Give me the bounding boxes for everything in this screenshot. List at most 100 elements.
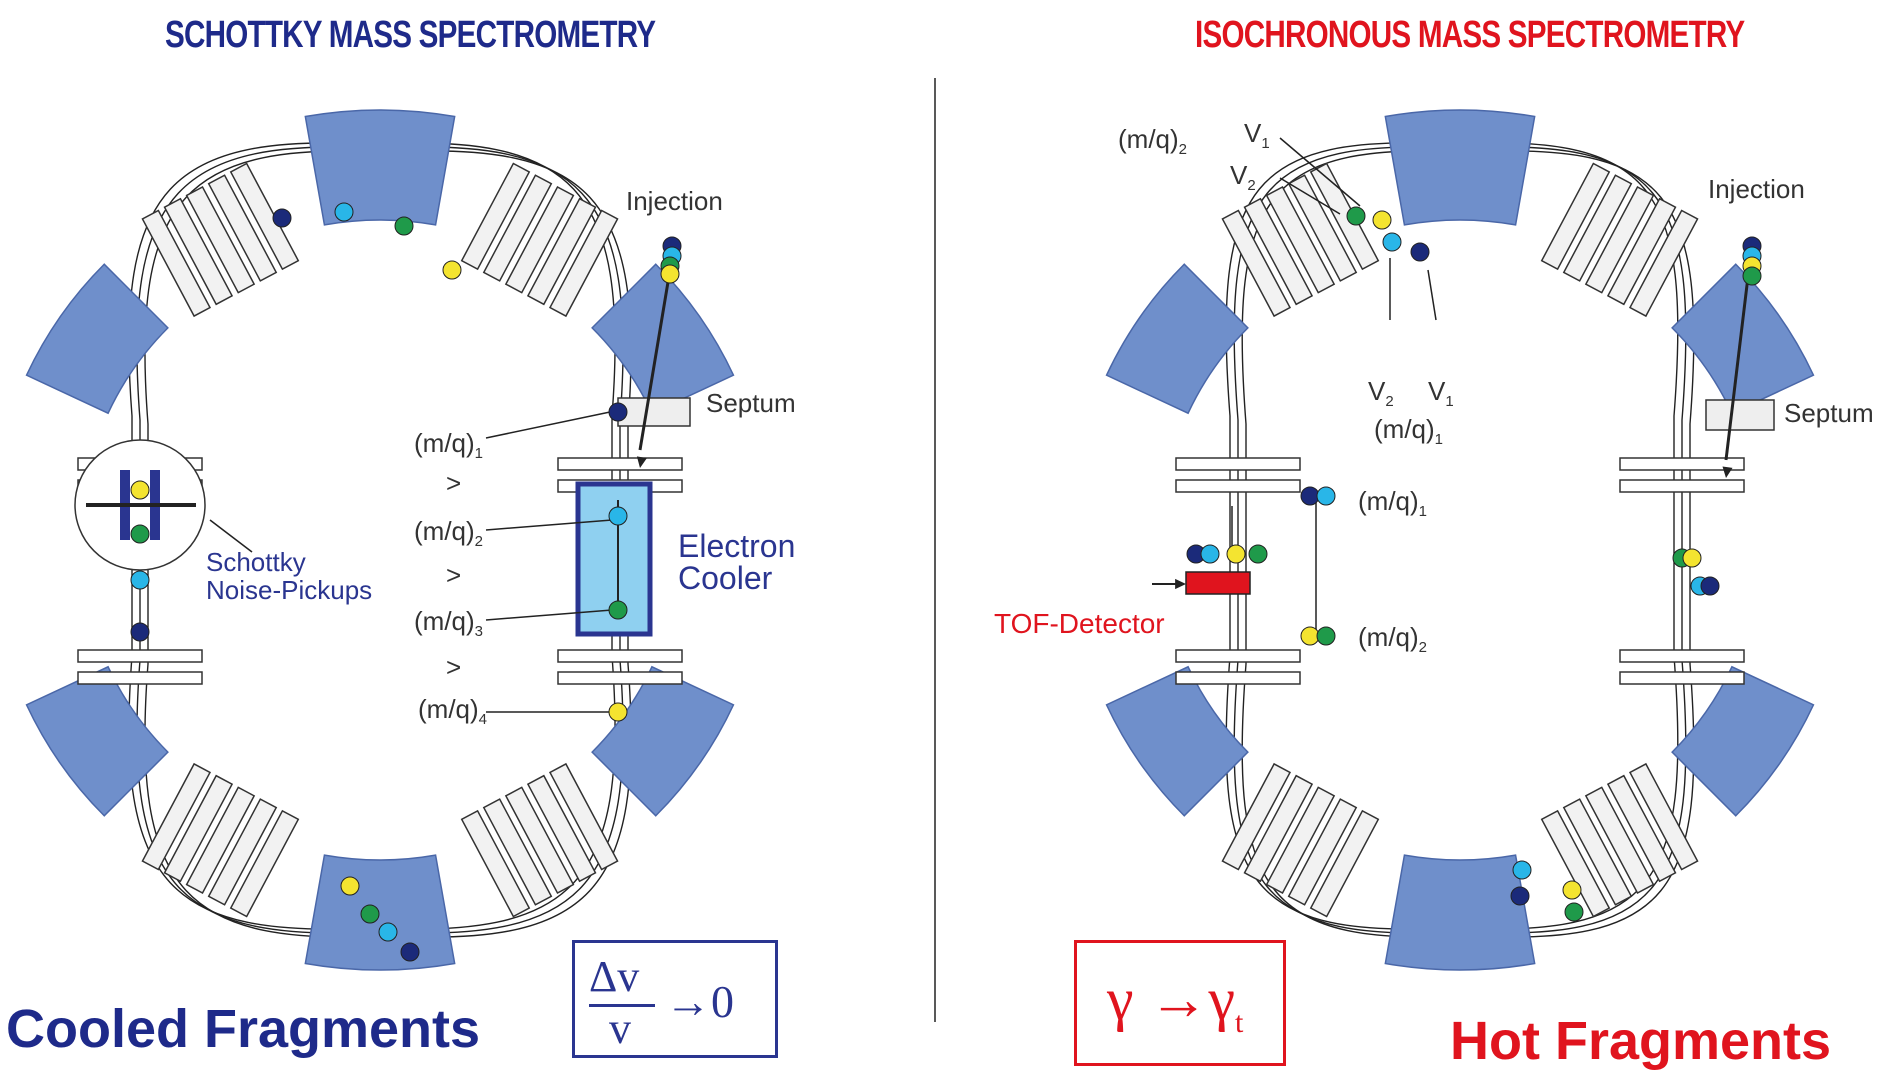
dipole-magnet: [25, 263, 169, 415]
dipole-magnet: [1105, 263, 1249, 415]
dipole-magnet: [591, 263, 735, 415]
septum: [1705, 399, 1775, 431]
ion: [360, 904, 380, 924]
dipole-magnet: [1384, 109, 1536, 226]
mq2-pointer: [485, 519, 613, 531]
ion: [394, 216, 414, 236]
tof-detector-label: TOF-Detector: [994, 608, 1165, 639]
quadrupole-plate: [1243, 197, 1314, 306]
tof-detector: [1185, 571, 1251, 595]
left-mq3-label: (m/q)3: [414, 606, 484, 641]
straight-magnet: [557, 671, 683, 685]
quadrupole-plate: [1309, 809, 1380, 918]
ion: [1372, 210, 1392, 230]
v2-pointer: [1279, 177, 1341, 215]
septum: [617, 397, 691, 427]
quadrupole-plate: [1540, 809, 1611, 918]
straight-magnet: [557, 649, 683, 663]
ion: [1200, 544, 1220, 564]
mq1-pointer: [485, 411, 611, 439]
dipole-magnet: [1671, 263, 1815, 415]
quadrupole-magnet: [1540, 162, 1699, 318]
ion: [442, 260, 462, 280]
straight-magnet: [1175, 479, 1301, 493]
right-mq1-mid-label: (m/q)1: [1358, 486, 1428, 521]
straight-magnet: [1619, 457, 1745, 471]
quadrupole-plate: [163, 774, 234, 883]
ion: [608, 506, 628, 526]
orbit-line: [1233, 146, 1687, 934]
quadrupole-plate: [526, 197, 597, 306]
right-v1-top-label: V1: [1244, 118, 1270, 153]
ion: [1512, 860, 1532, 880]
ion: [340, 876, 360, 896]
dipole-magnet: [591, 665, 735, 817]
straight-magnet: [1619, 649, 1745, 663]
right-mq2-mid-label: (m/q)2: [1358, 622, 1428, 657]
quadrupole-magnet: [1221, 162, 1380, 318]
left-septum-label: Septum: [706, 388, 796, 418]
ion: [334, 202, 354, 222]
ion: [1346, 206, 1366, 226]
quadrupole-plate: [207, 798, 278, 906]
ion: [1562, 880, 1582, 900]
ion: [608, 600, 628, 620]
ion: [660, 264, 680, 284]
quadrupole-plate: [1221, 762, 1292, 871]
right-mq1-bot-label: (m/q)1: [1374, 414, 1444, 449]
ion: [378, 922, 398, 942]
left-injection-label: Injection: [626, 186, 723, 216]
straight-magnet: [77, 649, 203, 663]
quadrupole-magnet: [460, 762, 619, 918]
quadrupole-plate: [163, 197, 234, 306]
quadrupole-plate: [1221, 209, 1292, 318]
quadrupole-plate: [229, 809, 300, 918]
straight-magnet: [1175, 671, 1301, 685]
quadrupole-magnet: [1221, 762, 1380, 918]
quadrupole-plate: [1584, 185, 1655, 294]
quadrupole-plate: [548, 762, 619, 871]
injection-arrow: [638, 269, 672, 451]
orbit-line: [144, 150, 632, 938]
straight-magnet: [557, 457, 683, 471]
tof-arrowhead: [1175, 578, 1186, 590]
right-mq2-top-label: (m/q)2: [1118, 124, 1188, 159]
quadrupole-plate: [548, 209, 619, 318]
quadrupole-plate: [1265, 185, 1336, 294]
quadrupole-plate: [504, 185, 575, 294]
right-septum-label: Septum: [1784, 398, 1874, 428]
ion: [608, 402, 628, 422]
quadrupole-plate: [1540, 162, 1611, 271]
ion: [1410, 242, 1430, 262]
ion: [1248, 544, 1268, 564]
quadrupole-plate: [185, 786, 256, 895]
ion: [608, 702, 628, 722]
v1-pointer: [1279, 137, 1361, 207]
electron-cooler-label: Electron Cooler: [678, 528, 796, 596]
injection-arrowhead: [1722, 466, 1733, 478]
dipole-magnet: [1671, 665, 1815, 817]
quadrupole-plate: [1562, 174, 1633, 282]
schottky-pickups-label: Schottky Noise-Pickups: [206, 547, 373, 605]
straight-magnet: [1619, 479, 1745, 493]
quadrupole-plate: [1265, 786, 1336, 895]
ion: [272, 208, 292, 228]
formula-numerator: Δv: [589, 952, 640, 1001]
quadrupole-plate: [482, 798, 553, 906]
quadrupole-plate: [141, 209, 212, 318]
quadrupole-plate: [185, 185, 256, 294]
dipole-magnet: [1105, 665, 1249, 817]
ion: [1300, 486, 1320, 506]
ion: [1382, 232, 1402, 252]
ion: [130, 622, 150, 642]
right-formula-box: γ →γt: [1074, 940, 1286, 1066]
mq3-pointer: [485, 609, 613, 621]
quadrupole-magnet: [141, 762, 300, 918]
injection-arrow: [1724, 259, 1752, 461]
quadrupole-magnet: [141, 162, 300, 318]
ion: [1300, 626, 1320, 646]
left-gt-3: >: [446, 652, 462, 682]
formula-fraction-bar: [589, 1004, 655, 1007]
quadrupole-plate: [1287, 798, 1358, 906]
